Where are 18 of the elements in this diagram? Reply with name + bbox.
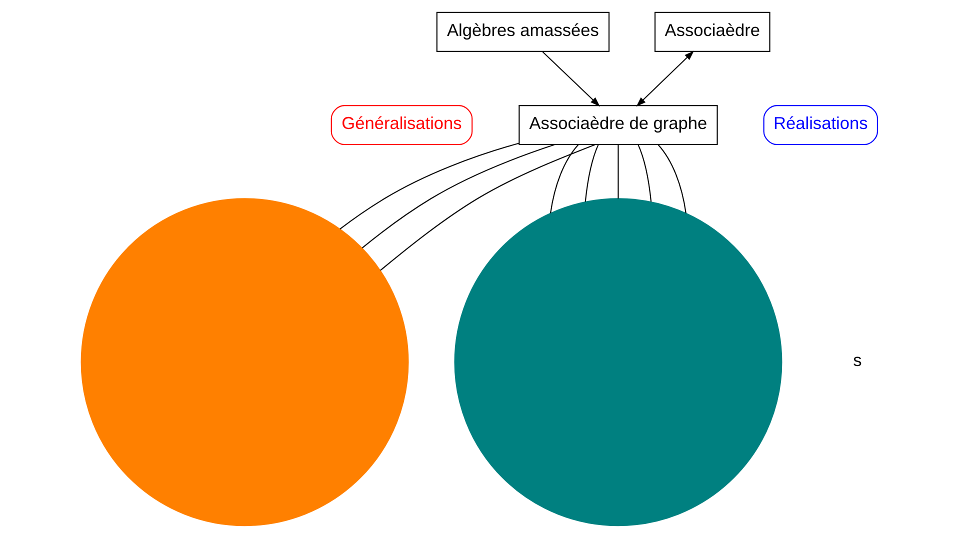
- node-box: Généralisations: [330, 105, 472, 146]
- connector: [550, 144, 578, 214]
- connector: [339, 142, 519, 230]
- label: s: [852, 350, 862, 370]
- arrow: [636, 50, 694, 107]
- connector: [584, 144, 598, 202]
- connector: [380, 144, 595, 271]
- node-box: Associaèdre: [654, 12, 770, 52]
- arrow: [542, 51, 600, 107]
- node-circle: [454, 198, 782, 526]
- node-box: Réalisations: [762, 105, 878, 146]
- node-box: Algèbres amassées: [436, 12, 610, 52]
- node-circle: [80, 198, 408, 526]
- node-box: Associaèdre de graphe: [518, 105, 718, 146]
- connector: [617, 144, 618, 199]
- connector: [657, 144, 686, 214]
- connector: [637, 144, 652, 202]
- connector: [361, 144, 554, 248]
